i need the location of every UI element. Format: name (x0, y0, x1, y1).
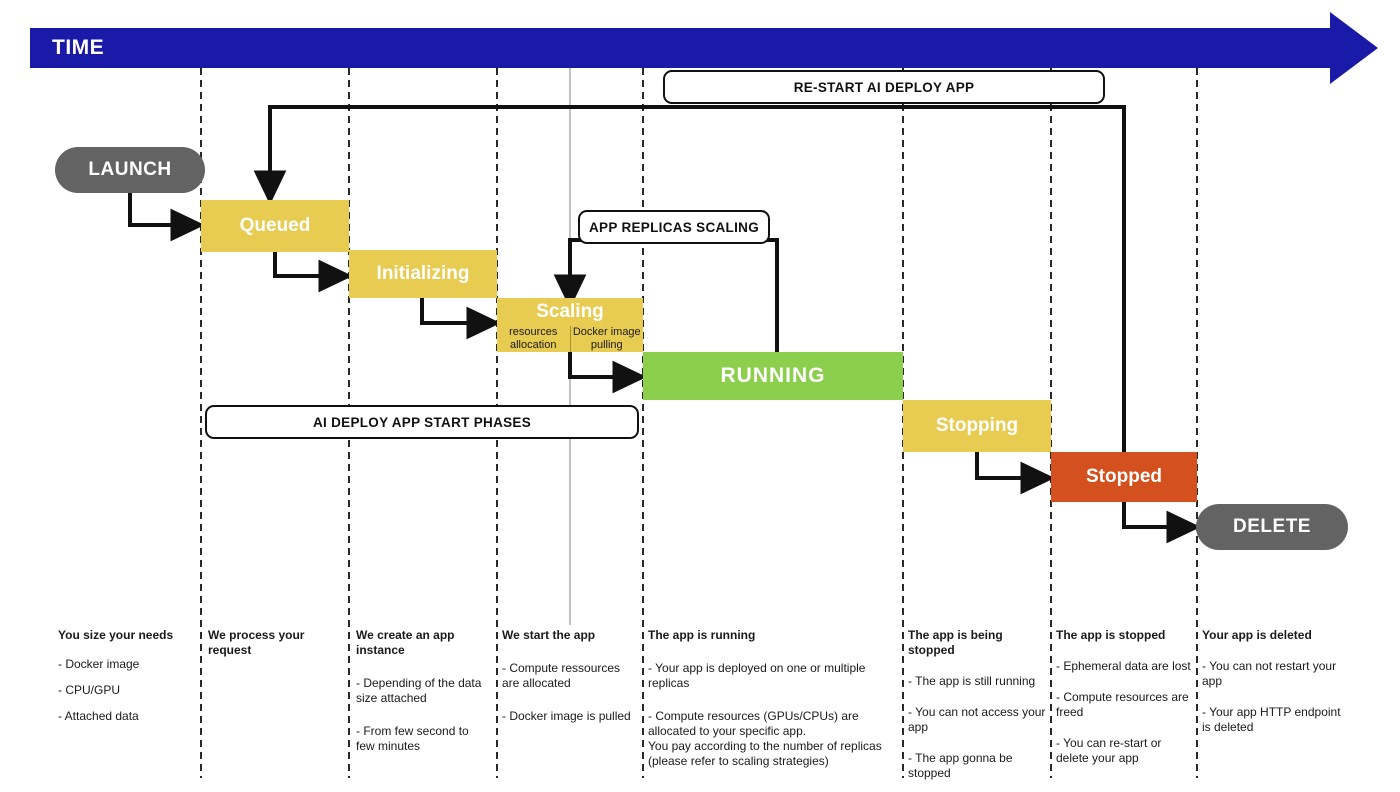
desc-column-4: The app is running - Your app is deploye… (648, 628, 896, 780)
restart-callout-label: RE-START AI DEPLOY APP (793, 79, 975, 95)
substate-resources-allocation[interactable]: resources allocation (497, 326, 571, 352)
desc-line: - You can not access your app (908, 705, 1046, 734)
desc-line: - Compute resources (GPUs/CPUs) are allo… (648, 709, 882, 768)
desc-head: The app is stopped (1056, 628, 1166, 642)
arrow-initializing-to-scaling (420, 296, 501, 340)
desc-column-2: We create an app instance - Depending of… (356, 628, 490, 765)
arrow-stopped-to-delete (1122, 502, 1201, 544)
desc-line: - You can re-start or delete your app (1056, 736, 1162, 765)
app-replicas-scaling-callout[interactable]: APP REPLICAS SCALING (578, 210, 770, 244)
state-queued-label: Queued (239, 215, 311, 236)
desc-head: Your app is deleted (1202, 628, 1312, 642)
desc-line: - The app gonna be stopped (908, 751, 1013, 780)
desc-head: You size your needs (58, 628, 174, 642)
desc-column-0: You size your needs - Docker image - CPU… (58, 628, 190, 735)
state-running[interactable]: RUNNING (643, 352, 903, 400)
state-stopped[interactable]: Stopped (1051, 452, 1197, 502)
state-stopped-label: Stopped (1086, 466, 1162, 487)
desc-column-5: The app is being stopped - The app is st… (908, 628, 1046, 792)
delete-pill[interactable]: DELETE (1196, 504, 1348, 550)
launch-pill-label: LAUNCH (88, 159, 172, 180)
arrow-scaling-to-running (568, 352, 647, 394)
delete-pill-label: DELETE (1233, 516, 1311, 537)
substate-docker-image-pulling[interactable]: Docker image pulling (570, 326, 643, 352)
desc-line: - Docker image is pulled (502, 709, 631, 723)
launch-pill[interactable]: LAUNCH (55, 147, 205, 193)
desc-line: - Compute ressources are allocated (502, 661, 621, 690)
arrow-queued-to-initializing (273, 252, 353, 293)
time-banner: TIME (30, 28, 1330, 68)
desc-column-6: The app is stopped - Ephemeral data are … (1056, 628, 1192, 777)
state-stopping-label: Stopping (935, 415, 1019, 436)
desc-line: - Docker image (58, 657, 140, 671)
state-scaling[interactable]: Scaling (497, 298, 643, 326)
arrow-stopping-to-stopped (975, 452, 1055, 495)
arrow-launch-to-queued (128, 193, 205, 242)
restart-callout[interactable]: RE-START AI DEPLOY APP (663, 70, 1105, 104)
desc-head: We start the app (502, 628, 596, 642)
desc-line: - CPU/GPU (58, 683, 121, 697)
desc-line: - Depending of the data size attached (356, 676, 482, 705)
desc-head: The app is being stopped (908, 628, 1003, 657)
desc-line: - The app is still running (908, 674, 1036, 688)
start-phases-callout-label: AI DEPLOY APP START PHASES (312, 414, 532, 430)
state-initializing-label: Initializing (376, 263, 470, 284)
state-stopping[interactable]: Stopping (903, 400, 1051, 452)
desc-column-7: Your app is deleted - You can not restar… (1202, 628, 1350, 746)
state-scaling-substates: resources allocation Docker image pullin… (497, 326, 643, 352)
desc-line: - Your app HTTP endpoint is deleted (1202, 705, 1341, 734)
desc-head: The app is running (648, 628, 756, 642)
desc-line: - Ephemeral data are lost (1056, 659, 1191, 673)
state-queued[interactable]: Queued (201, 200, 349, 252)
time-arrowhead (1330, 12, 1378, 84)
desc-head: We process your request (208, 628, 305, 657)
desc-line: - You can not restart your app (1202, 659, 1337, 688)
start-phases-callout[interactable]: AI DEPLOY APP START PHASES (205, 405, 639, 439)
desc-column-3: We start the app - Compute ressources ar… (502, 628, 638, 735)
app-replicas-scaling-callout-label: APP REPLICAS SCALING (588, 219, 760, 235)
state-initializing[interactable]: Initializing (349, 250, 497, 298)
desc-line: - Attached data (58, 709, 139, 723)
desc-head: We create an app instance (356, 628, 455, 657)
time-banner-label: TIME (52, 36, 105, 59)
desc-line: - Your app is deployed on one or multipl… (648, 661, 866, 690)
desc-column-1: We process your request (208, 628, 340, 672)
state-scaling-label: Scaling (536, 301, 604, 322)
state-running-label: RUNNING (720, 364, 826, 387)
desc-line: - From few second to few minutes (356, 724, 469, 753)
desc-line: - Compute resources are freed (1056, 690, 1189, 719)
